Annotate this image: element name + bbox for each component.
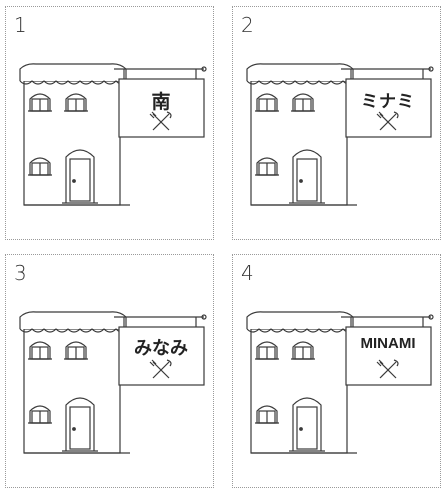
restaurant-building xyxy=(246,63,434,206)
sign-text: 南 xyxy=(151,91,171,113)
panel-number: 1 xyxy=(14,13,27,37)
sign-text: ミナミ xyxy=(361,92,415,112)
restaurant-building xyxy=(19,311,207,454)
panel-2: 2 ミナミ xyxy=(232,6,441,240)
panel-number: 3 xyxy=(14,261,27,285)
sign-text: MINAMI xyxy=(360,335,416,352)
panel-4: 4 MINAMI xyxy=(232,254,441,488)
panel-1: 1 南 xyxy=(5,6,214,240)
sign-text: みなみ xyxy=(134,338,188,359)
restaurant-building xyxy=(19,63,207,206)
restaurant-building xyxy=(246,311,434,454)
panel-3: 3 みなみ xyxy=(5,254,214,488)
panel-number: 4 xyxy=(241,261,254,285)
panel-number: 2 xyxy=(241,13,254,37)
